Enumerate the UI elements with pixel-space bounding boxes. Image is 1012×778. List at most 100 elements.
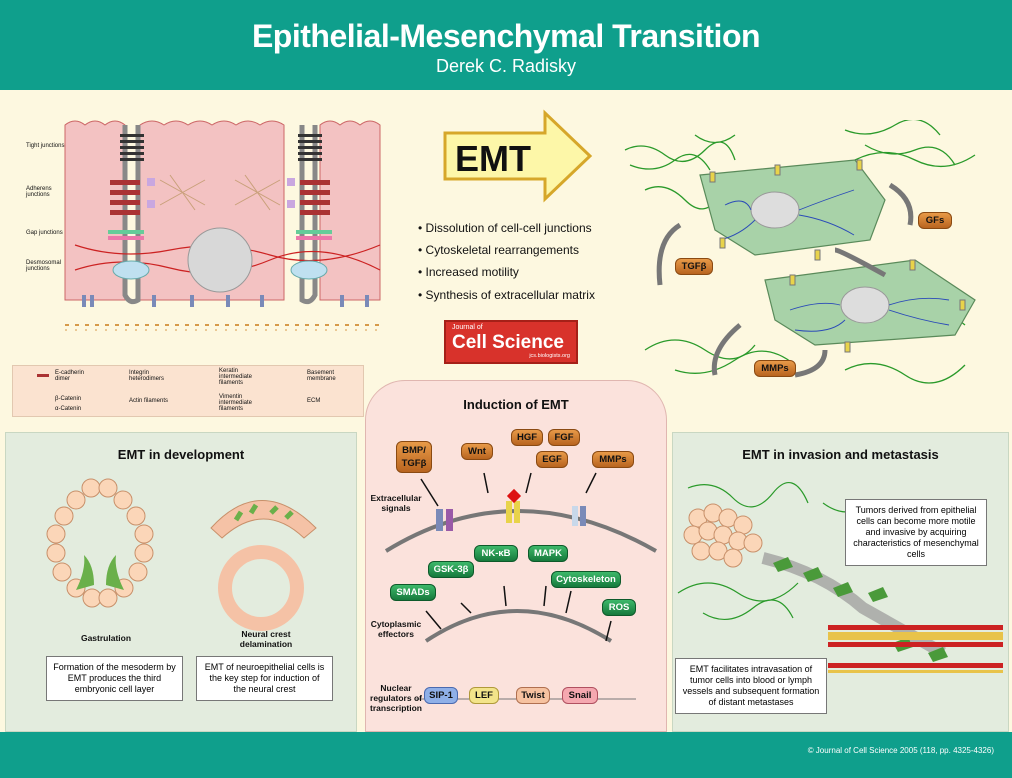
signal-mmps: MMPs — [592, 451, 634, 468]
badge-tgfb: TGFβ — [675, 258, 713, 275]
caption-mesoderm: Formation of the mesoderm by EMT produce… — [46, 656, 183, 701]
plasma-membrane — [384, 509, 657, 553]
effector-nfkb: NK-κB — [474, 545, 518, 562]
legend-actin: Actin filaments — [129, 398, 169, 404]
arrow-gfs-2 — [834, 247, 887, 278]
cell-membrane-left — [122, 125, 141, 305]
label-gap-junctions: Gap junctions — [26, 230, 63, 236]
legend-e-cadherin-swatch — [37, 374, 49, 377]
arrow-mmps — [711, 323, 742, 376]
badge-mmps: MMPs — [754, 360, 796, 377]
cell-membrane-right — [299, 125, 318, 305]
bullet-2-text: Cytoskeletal rearrangements — [425, 243, 579, 257]
caption-tumors: Tumors derived from epithelial cells can… — [845, 499, 987, 566]
epithelium-illustration — [64, 120, 385, 331]
caption-neural-crest: EMT of neuroepithelial cells is the key … — [196, 656, 333, 701]
development-panel: EMT in development Gastrulation Neural c… — [5, 432, 357, 732]
nuclear-membrane — [424, 609, 613, 643]
integrin-receptor — [572, 506, 578, 526]
signal-egf: EGF — [536, 451, 568, 468]
badge-gfs: GFs — [918, 212, 952, 229]
gap-junction-left — [108, 230, 144, 240]
mesoderm-cells — [76, 555, 124, 590]
label-desmosomal-junctions: Desmosomal junctions — [26, 260, 62, 272]
caption-intravasation: EMT facilitates intravasation of tumor c… — [675, 658, 827, 714]
effector-cytoskeleton: Cytoskeleton — [551, 571, 621, 588]
tight-junction-left — [120, 134, 144, 161]
bullet-4-text: Synthesis of extracellular matrix — [425, 288, 595, 302]
legend-basement: Basement membrane — [307, 370, 336, 382]
legend: E-cadherin dimer Integrin heterodimers K… — [12, 365, 364, 417]
mesenchymal-illustration — [624, 120, 976, 384]
neural-crest-cells — [233, 503, 294, 522]
signal-bmp-line1: BMP/ — [402, 445, 426, 456]
legend-ecm: ECM — [307, 398, 321, 404]
journal-logo[interactable]: Journal of Cell Science jcs.biologists.o… — [444, 320, 578, 364]
receptor-tgfb-2 — [446, 509, 453, 531]
logo-small-text: Journal of — [452, 324, 483, 331]
receptor-egf — [506, 501, 512, 523]
integrins — [82, 295, 369, 307]
tf-twist: Twist — [516, 687, 550, 704]
effector-ros: ROS — [602, 599, 636, 616]
gap-junction-right — [296, 230, 332, 240]
bullet-2: • Cytoskeletal rearrangements — [418, 243, 579, 257]
logo-url: jcs.biologists.org — [529, 353, 570, 359]
arrow-tgfb — [656, 222, 682, 286]
receptor-tgfb — [436, 509, 443, 531]
invasion-panel: EMT in invasion and metastasis Tumors de… — [672, 432, 1009, 732]
integrin-receptor-2 — [580, 506, 586, 526]
label-extracellular: Extracellular signals — [370, 493, 422, 513]
signal-wnt: Wnt — [461, 443, 493, 460]
arrow-gfs — [888, 182, 914, 226]
signal-bmp-line2: TGFβ — [401, 458, 427, 469]
legend-vimentin: Vimentin intermediate filaments — [219, 394, 253, 412]
vimentin-filaments — [719, 189, 950, 332]
signal-fgf: FGF — [548, 429, 580, 446]
signal-bmp: BMP/TGFβ — [396, 441, 432, 473]
emt-arrow-label: EMT — [455, 138, 531, 179]
legend-a-catenin: α-Catenin — [55, 406, 82, 412]
legend-integrin: Integrin heterodimers — [129, 370, 165, 382]
effector-smads: SMADs — [390, 584, 436, 601]
bullet-3-text: Increased motility — [425, 265, 519, 279]
integrins-mesenchymal — [709, 159, 966, 353]
tumor-cluster — [683, 503, 763, 568]
bullet-4: • Synthesis of extracellular matrix — [418, 288, 595, 302]
epithelial-cell-right — [319, 120, 381, 301]
label-neural-crest: Neural crest delamination — [239, 629, 293, 649]
migrating-cells — [773, 557, 948, 662]
ecm-fibers-invasion — [677, 482, 864, 620]
signal-arrows — [420, 472, 612, 642]
legend-keratin: Keratin intermediate filaments — [219, 368, 253, 386]
desmosome-right — [290, 260, 328, 280]
bullet-3: • Increased motility — [418, 265, 519, 279]
gastrula-ring — [46, 478, 154, 608]
nucleus-bottom — [840, 286, 890, 324]
effector-gsk3b: GSK-3β — [428, 561, 474, 578]
tf-snail: Snail — [562, 687, 598, 704]
epithelial-cell-left — [64, 120, 126, 301]
arrow-mmps-2 — [794, 349, 828, 378]
author-name: Derek C. Radisky — [435, 56, 577, 76]
page-title: Epithelial-Mesenchymal Transition — [251, 18, 761, 54]
desmosome-left — [112, 260, 150, 280]
nucleus-top — [750, 191, 800, 229]
label-gastrulation: Gastrulation — [80, 633, 132, 643]
tight-junction-right — [298, 134, 322, 161]
logo-big-text: Cell Science — [452, 332, 564, 353]
adherens-junction-left — [110, 178, 155, 215]
blood-vessel-bottom — [828, 663, 1003, 673]
legend-e-cadherin: E-cadherin dimer — [55, 370, 85, 382]
signal-hgf: HGF — [511, 429, 543, 446]
copyright: © Journal of Cell Science 2005 (118, pp.… — [807, 746, 994, 755]
emt-arrow — [443, 109, 593, 203]
invasion-title: EMT in invasion and metastasis — [742, 447, 939, 462]
blood-vessel-top — [828, 625, 1003, 647]
tf-lef: LEF — [469, 687, 499, 704]
effector-mapk: MAPK — [528, 545, 568, 562]
development-title: EMT in development — [117, 447, 245, 462]
label-nuclear: Nuclear regulators of transcription — [370, 683, 422, 713]
neural-tube — [218, 545, 304, 631]
label-tight-junctions: Tight junctions — [26, 143, 65, 149]
